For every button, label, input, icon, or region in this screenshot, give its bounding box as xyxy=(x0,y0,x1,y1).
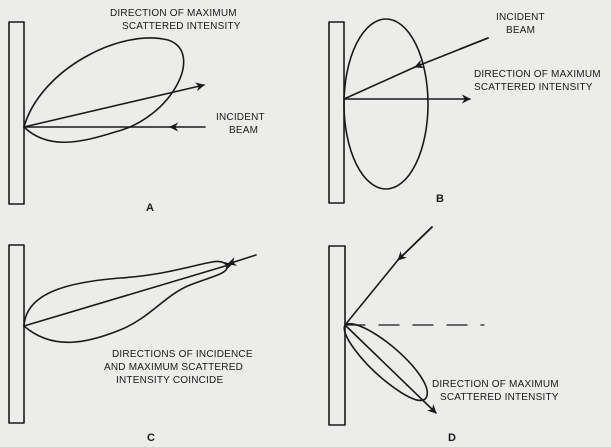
label-incident-b: INCIDENT xyxy=(496,12,545,23)
panel-d: DIRECTION OF MAXIMUM SCATTERED INTENSITY… xyxy=(329,227,559,444)
scattering-lobe-b xyxy=(344,19,428,189)
scattering-lobe-d xyxy=(344,324,427,401)
coincident-arrow-c xyxy=(24,264,232,326)
incident-beam-arrow-d xyxy=(398,227,432,260)
panel-letter-c: C xyxy=(147,432,155,444)
label-beam-b: BEAM xyxy=(506,25,535,36)
label-max-direction-b: DIRECTION OF MAXIMUM xyxy=(474,69,601,80)
label-max-intensity-b: SCATTERED INTENSITY xyxy=(474,82,593,93)
panel-letter-a: A xyxy=(146,202,154,214)
incident-beam-line-d xyxy=(345,260,398,325)
panel-a: DIRECTION OF MAXIMUM SCATTERED INTENSITY… xyxy=(9,8,265,214)
label-max-intensity-d: SCATTERED INTENSITY xyxy=(440,392,559,403)
incident-beam-arrow-b xyxy=(415,38,488,67)
panel-c: DIRECTIONS OF INCIDENCE AND MAXIMUM SCAT… xyxy=(9,245,256,444)
surface-plate-d xyxy=(329,246,345,425)
label-max-direction-d: DIRECTION OF MAXIMUM xyxy=(432,379,559,390)
max-intensity-arrow-d xyxy=(345,325,436,413)
incident-beam-tail-b xyxy=(344,67,415,99)
panel-b: INCIDENT BEAM DIRECTION OF MAXIMUM SCATT… xyxy=(329,12,601,205)
surface-plate-c xyxy=(9,245,24,423)
label-note-line2-c: AND MAXIMUM SCATTERED xyxy=(104,362,243,373)
surface-plate-a xyxy=(9,22,24,204)
incident-beam-arrow-c xyxy=(228,255,256,264)
label-max-direction-a: DIRECTION OF MAXIMUM xyxy=(110,8,237,19)
scattering-lobe-c xyxy=(24,261,227,342)
label-beam-a: BEAM xyxy=(229,125,258,136)
panel-letter-b: B xyxy=(436,193,444,205)
panel-letter-d: D xyxy=(448,432,456,444)
label-note-line3-c: INTENSITY COINCIDE xyxy=(116,375,223,386)
max-intensity-arrow-a xyxy=(24,85,204,127)
surface-plate-b xyxy=(329,22,344,203)
label-max-intensity-a: SCATTERED INTENSITY xyxy=(122,21,241,32)
label-note-line1-c: DIRECTIONS OF INCIDENCE xyxy=(112,349,253,360)
label-incident-a: INCIDENT xyxy=(216,112,265,123)
